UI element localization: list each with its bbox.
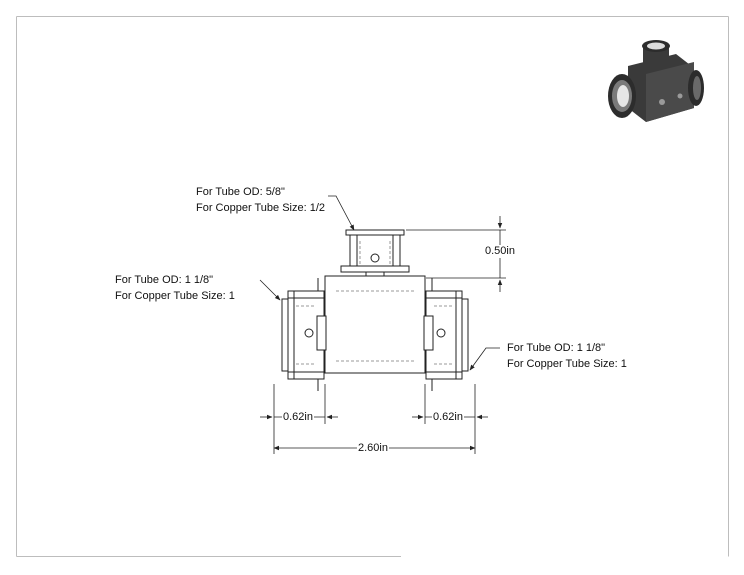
callout-top: For Tube OD: 5/8" For Copper Tube Size: …: [196, 184, 325, 216]
drawing-canvas: [16, 16, 729, 557]
left-socket: [281, 290, 327, 380]
tee-fitting-front-view: [281, 229, 469, 391]
drawing-sheet: For Tube OD: 5/8" For Copper Tube Size: …: [16, 16, 729, 557]
callout-right-line2: For Copper Tube Size: 1: [507, 358, 627, 370]
sheet-border: [16, 16, 729, 557]
callout-left: For Tube OD: 1 1/8" For Copper Tube Size…: [115, 272, 235, 304]
callout-top-line2: For Copper Tube Size: 1/2: [196, 202, 326, 214]
callout-right-line1: For Tube OD: 1 1/8": [507, 342, 606, 354]
callout-top-line1: For Tube OD: 5/8": [196, 186, 285, 198]
top-branch-socket: [340, 229, 410, 277]
right-socket: [423, 290, 469, 380]
callout-right: For Tube OD: 1 1/8" For Copper Tube Size…: [507, 340, 627, 372]
tee-body: [324, 275, 426, 374]
tee-fitting-isometric-icon: [608, 40, 704, 122]
callout-left-line2: For Copper Tube Size: 1: [115, 290, 235, 302]
dimension-right-socket-label: 0.62in: [432, 411, 464, 424]
dimension-overall-length-label: 2.60in: [357, 442, 389, 455]
dimension-left-socket-label: 0.62in: [282, 411, 314, 424]
leader-lines: [259, 195, 500, 371]
dimension-branch-height-label: 0.50in: [484, 245, 516, 258]
callout-left-line1: For Tube OD: 1 1/8": [115, 274, 214, 286]
